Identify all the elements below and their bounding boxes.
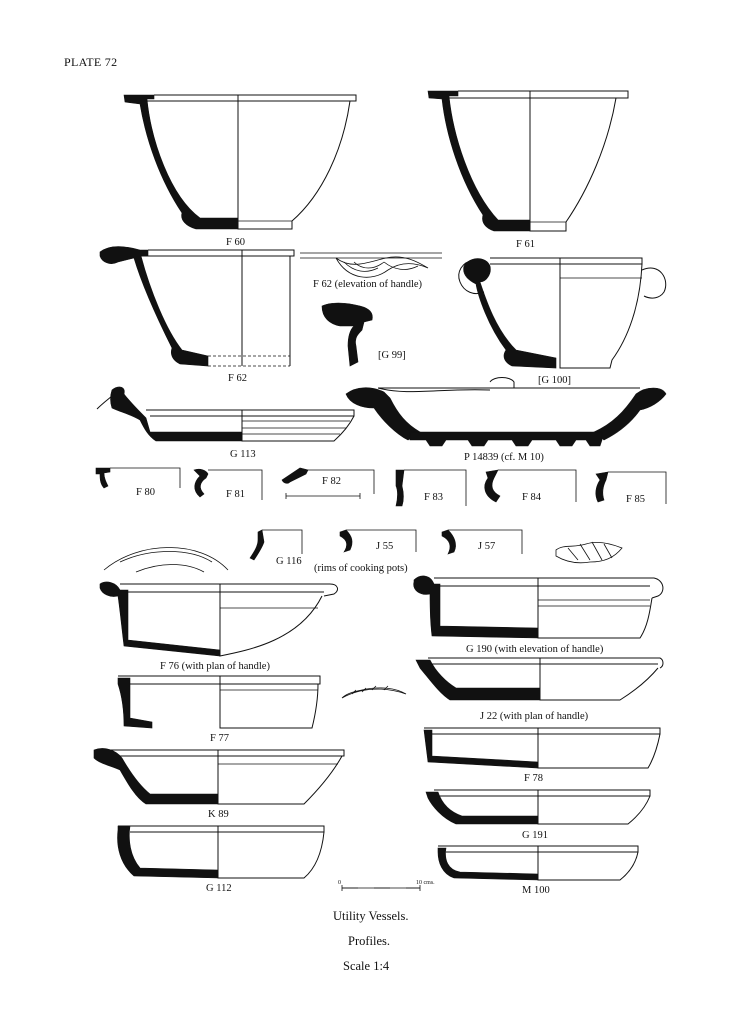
label-p14839: P 14839 (cf. M 10) xyxy=(464,452,544,463)
label-k89: K 89 xyxy=(208,809,229,820)
vessel-g99-profile: [G 99] xyxy=(321,302,406,367)
vessel-f62-profile: F 62 xyxy=(99,246,295,384)
label-f83: F 83 xyxy=(424,492,443,503)
label-f62: F 62 xyxy=(228,373,247,384)
vessel-g113-profile: G 113 xyxy=(96,386,355,460)
label-g116: G 116 xyxy=(276,556,302,567)
rims-note: (rims of cooking pots) xyxy=(314,563,408,574)
label-g100: [G 100] xyxy=(538,375,571,386)
label-f84: F 84 xyxy=(522,492,542,503)
label-g99: [G 99] xyxy=(378,350,406,361)
vessel-g191-profile: G 191 xyxy=(425,789,651,841)
rim-profile-f80: F 80 xyxy=(95,467,181,498)
label-f82: F 82 xyxy=(322,476,341,487)
vessel-m100-profile: M 100 xyxy=(437,845,639,896)
vessel-g100-profile: [G 100] xyxy=(458,257,667,386)
rim-profile-j55: J 55 xyxy=(339,529,417,553)
caption-line-1: Utility Vessels. xyxy=(333,909,408,923)
label-f80: F 80 xyxy=(136,487,155,498)
label-g112: G 112 xyxy=(206,883,232,894)
label-g113: G 113 xyxy=(230,449,256,460)
scale-bar-end: 10 cms. xyxy=(416,880,435,886)
label-j55: J 55 xyxy=(376,541,393,552)
rim-profile-f84: F 84 xyxy=(484,469,577,503)
vessel-j22-profile: J 22 (with plan of handle) xyxy=(341,657,664,722)
label-f62-handle: F 62 (elevation of handle) xyxy=(313,279,423,290)
vessel-p14839-profile: P 14839 (cf. M 10) xyxy=(345,377,667,463)
vessel-f78-profile: F 78 xyxy=(423,727,661,784)
f62-handle-elevation: F 62 (elevation of handle) xyxy=(300,252,442,290)
vessel-f60-profile: F 60 xyxy=(123,94,357,248)
label-f78: F 78 xyxy=(524,773,543,784)
label-f61: F 61 xyxy=(516,239,535,250)
label-m100: M 100 xyxy=(522,885,550,896)
label-f76: F 76 (with plan of handle) xyxy=(160,661,270,672)
label-f77: F 77 xyxy=(210,733,229,744)
label-f85: F 85 xyxy=(626,494,645,505)
rim-profile-f82: F 82 xyxy=(281,467,375,499)
label-j22: J 22 (with plan of handle) xyxy=(480,711,589,722)
label-g190: G 190 (with elevation of handle) xyxy=(466,644,604,655)
caption-line-2: Profiles. xyxy=(348,934,390,948)
rim-profile-j57: J 57 xyxy=(441,529,523,555)
vessel-f76-profile: F 76 (with plan of handle) xyxy=(99,547,338,672)
rim-profile-f85: F 85 xyxy=(595,471,667,505)
vessel-g190-profile: G 190 (with elevation of handle) xyxy=(413,541,664,655)
label-f60: F 60 xyxy=(226,237,245,248)
rim-profile-g116: G 116 xyxy=(249,529,303,567)
scale-bar-start: 0 xyxy=(338,880,341,886)
vessel-f77-profile: F 77 xyxy=(117,675,321,744)
label-f81: F 81 xyxy=(226,489,245,500)
caption-line-3: Scale 1:4 xyxy=(343,959,390,973)
vessel-k89-profile: K 89 xyxy=(93,748,345,820)
scale-bar: 0 10 cms. xyxy=(338,880,435,891)
vessel-g112-profile: G 112 xyxy=(117,825,325,894)
label-j57: J 57 xyxy=(478,541,495,552)
plate-title: PLATE 72 xyxy=(64,55,117,69)
rim-profile-f81: F 81 xyxy=(193,468,263,500)
vessel-f61-profile: F 61 xyxy=(427,90,629,250)
label-g191: G 191 xyxy=(522,830,548,841)
rim-profile-f83: F 83 xyxy=(395,469,467,507)
